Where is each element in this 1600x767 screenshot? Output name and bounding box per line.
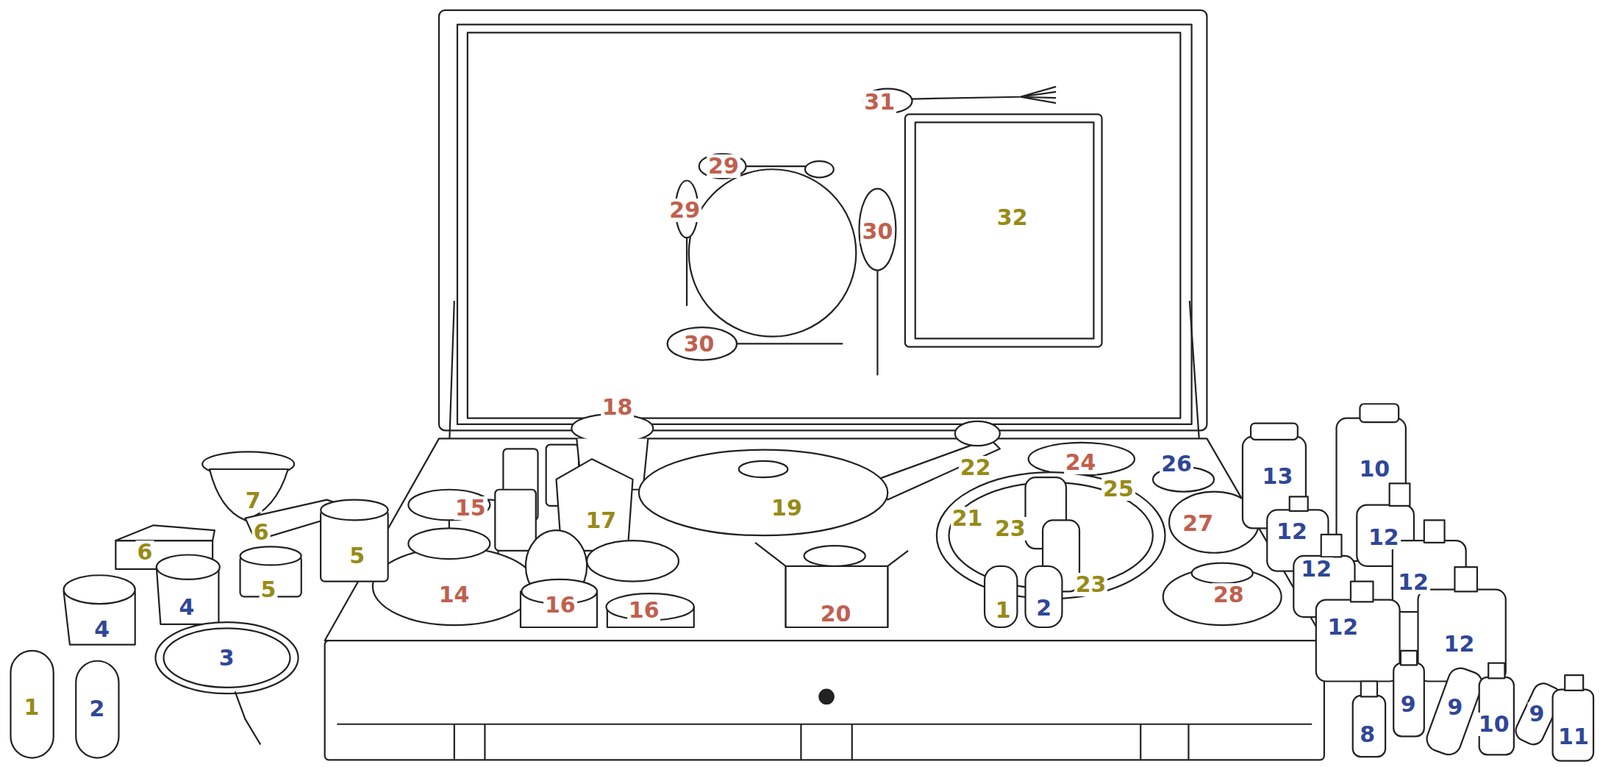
callout-number: 12 bbox=[1325, 615, 1360, 639]
callout-number: 12 bbox=[1442, 632, 1477, 656]
callout-number: 15 bbox=[453, 496, 488, 520]
callout-number: 7 bbox=[244, 488, 263, 513]
callout-number: 16 bbox=[627, 598, 662, 623]
callout-number: 22 bbox=[958, 455, 993, 480]
callout-number: 2 bbox=[1034, 596, 1053, 620]
callout-number: 12 bbox=[1299, 557, 1334, 581]
callout-number: 30 bbox=[861, 219, 895, 244]
callout-number: 1 bbox=[22, 695, 42, 720]
callout-number: 23 bbox=[993, 516, 1028, 541]
callout-number: 4 bbox=[177, 595, 197, 620]
callout-number: 2 bbox=[87, 697, 106, 721]
callout-number: 4 bbox=[92, 617, 112, 642]
callout-number: 31 bbox=[862, 90, 897, 114]
callout-number: 13 bbox=[1261, 464, 1295, 489]
callout-number: 9 bbox=[1399, 692, 1418, 717]
callout-number: 29 bbox=[706, 154, 741, 178]
callout-number: 25 bbox=[1101, 477, 1136, 501]
callout-number: 17 bbox=[584, 508, 619, 533]
callout-number: 19 bbox=[769, 496, 804, 520]
callout-number: 12 bbox=[1366, 525, 1401, 550]
callout-number: 23 bbox=[1074, 572, 1109, 597]
callout-number: 12 bbox=[1275, 519, 1309, 544]
callout-number: 9 bbox=[1446, 695, 1465, 720]
callout-number: 14 bbox=[437, 583, 472, 607]
callout-number: 26 bbox=[1159, 452, 1194, 476]
callout-number: 8 bbox=[1358, 722, 1377, 747]
callout-number: 29 bbox=[667, 198, 702, 223]
callout-number: 30 bbox=[682, 332, 717, 356]
callout-number: 16 bbox=[543, 593, 578, 617]
callout-number: 5 bbox=[347, 544, 367, 568]
callout-number: 28 bbox=[1211, 583, 1246, 607]
callout-number: 1 bbox=[994, 598, 1013, 623]
callout-number: 6 bbox=[136, 540, 155, 564]
callout-number: 20 bbox=[819, 602, 853, 626]
callout-number: 32 bbox=[995, 205, 1030, 230]
callout-number: 18 bbox=[600, 395, 635, 420]
callout-number: 24 bbox=[1063, 450, 1098, 475]
callout-number: 3 bbox=[217, 646, 237, 670]
callout-number: 5 bbox=[259, 577, 278, 602]
callout-number: 10 bbox=[1477, 712, 1512, 737]
callout-number: 12 bbox=[1396, 570, 1431, 595]
callout-number: 9 bbox=[1527, 702, 1547, 726]
callout-number: 11 bbox=[1556, 725, 1591, 749]
callout-number: 10 bbox=[1357, 457, 1392, 481]
callout-number: 27 bbox=[1180, 511, 1215, 536]
callout-number: 21 bbox=[950, 506, 985, 531]
callout-number: 6 bbox=[252, 520, 271, 545]
